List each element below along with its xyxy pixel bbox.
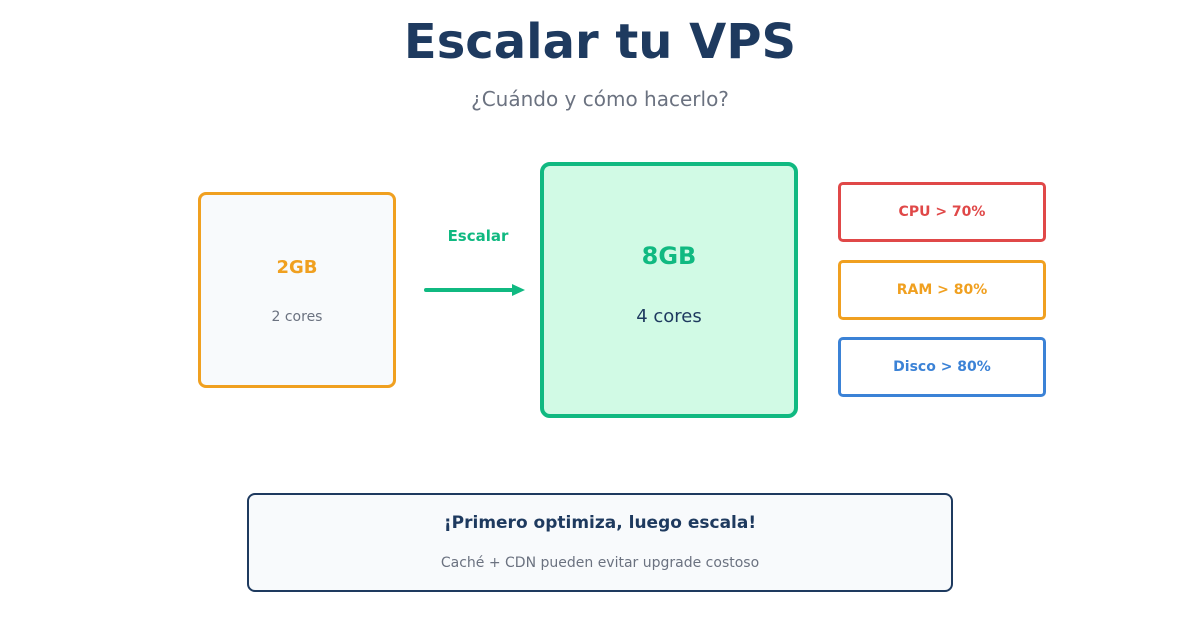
tip-box: ¡Primero optimiza, luego escala! Caché +… (247, 493, 953, 592)
current-plan-cores: 2 cores (271, 309, 323, 325)
tip-body: Caché + CDN pueden evitar upgrade costos… (440, 555, 760, 571)
current-plan-box: 2GB 2 cores (198, 192, 396, 388)
page-subtitle: ¿Cuándo y cómo hacerlo? (471, 87, 729, 111)
trigger-disk: Disco > 80% (838, 337, 1046, 397)
scale-arrow-label: Escalar (447, 227, 509, 245)
current-plan-memory: 2GB (276, 257, 318, 278)
target-plan-box: 8GB 4 cores (540, 162, 798, 418)
page-title: Escalar tu VPS (403, 14, 797, 70)
right-arrow-icon (424, 284, 525, 296)
trigger-cpu: CPU > 70% (838, 182, 1046, 242)
trigger-ram: RAM > 80% (838, 260, 1046, 320)
tip-heading: ¡Primero optimiza, luego escala! (443, 513, 757, 533)
target-plan-cores: 4 cores (636, 306, 702, 327)
target-plan-memory: 8GB (641, 242, 697, 270)
